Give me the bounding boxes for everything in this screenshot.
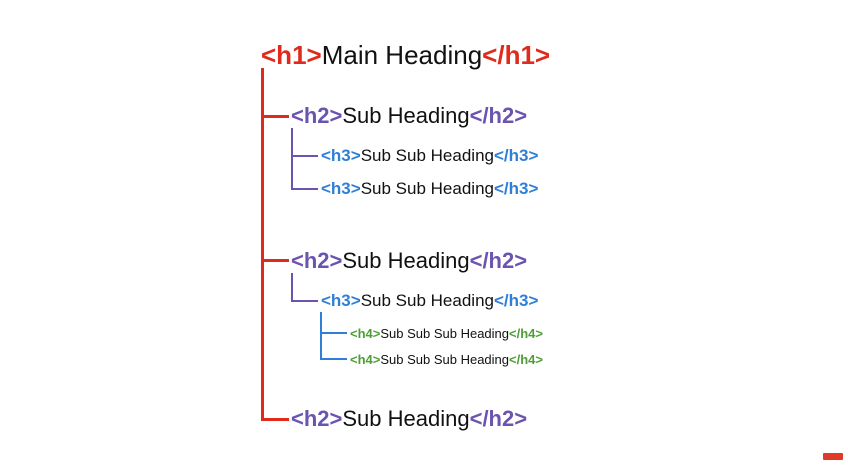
h4-open-tag: <h4> [350, 326, 381, 341]
h2-node-2: <h2>Sub Heading</h2> [291, 250, 527, 272]
h3-close-tag: </h3> [493, 291, 539, 310]
h3-open-tag: <h3> [321, 146, 361, 165]
h2-to-h3-connector-2 [291, 188, 318, 190]
h2-vertical-connector-2 [291, 273, 293, 301]
h4-heading-text: Sub Sub Sub Heading [380, 326, 510, 341]
h3-close-tag: </h3> [493, 179, 539, 198]
h2-close-tag: </h2> [469, 103, 528, 128]
h3-node-2: <h3>Sub Sub Heading</h3> [321, 180, 538, 197]
h2-heading-text: Sub Heading [342, 248, 470, 273]
h2-node-1: <h2>Sub Heading</h2> [291, 105, 527, 127]
h3-to-h4-connector-1 [320, 332, 347, 334]
h4-node-1: <h4>Sub Sub Sub Heading</h4> [350, 327, 543, 340]
h2-node-3: <h2>Sub Heading</h2> [291, 408, 527, 430]
h1-to-h2-connector-2 [261, 259, 289, 262]
h3-to-h4-connector-2 [320, 358, 347, 360]
h2-vertical-connector-1 [291, 128, 293, 189]
h3-node-3: <h3>Sub Sub Heading</h3> [321, 292, 538, 309]
h3-vertical-connector [320, 312, 322, 360]
h3-node-1: <h3>Sub Sub Heading</h3> [321, 147, 538, 164]
h2-to-h3-connector-1 [291, 155, 318, 157]
h4-heading-text: Sub Sub Sub Heading [380, 352, 510, 367]
h1-close-tag: </h1> [482, 40, 551, 70]
h2-open-tag: <h2> [291, 103, 343, 128]
h1-node-main-heading: <h1>Main Heading</h1> [261, 42, 550, 68]
h3-heading-text: Sub Sub Heading [360, 291, 494, 310]
h4-close-tag: </h4> [509, 352, 543, 367]
h3-open-tag: <h3> [321, 291, 361, 310]
h2-close-tag: </h2> [469, 406, 528, 431]
h3-open-tag: <h3> [321, 179, 361, 198]
corner-logo [823, 453, 843, 460]
h4-open-tag: <h4> [350, 352, 381, 367]
h2-close-tag: </h2> [469, 248, 528, 273]
h1-to-h2-connector-1 [261, 115, 289, 118]
h3-heading-text: Sub Sub Heading [360, 179, 494, 198]
h2-to-h3-connector-3 [291, 300, 318, 302]
h3-close-tag: </h3> [493, 146, 539, 165]
h2-open-tag: <h2> [291, 248, 343, 273]
h2-heading-text: Sub Heading [342, 103, 470, 128]
h2-heading-text: Sub Heading [342, 406, 470, 431]
h1-vertical-connector [261, 68, 264, 421]
h1-open-tag: <h1> [261, 40, 322, 70]
h1-heading-text: Main Heading [321, 40, 483, 70]
h3-heading-text: Sub Sub Heading [360, 146, 494, 165]
h2-open-tag: <h2> [291, 406, 343, 431]
h4-close-tag: </h4> [509, 326, 543, 341]
h4-node-2: <h4>Sub Sub Sub Heading</h4> [350, 353, 543, 366]
h1-to-h2-connector-3 [261, 418, 289, 421]
